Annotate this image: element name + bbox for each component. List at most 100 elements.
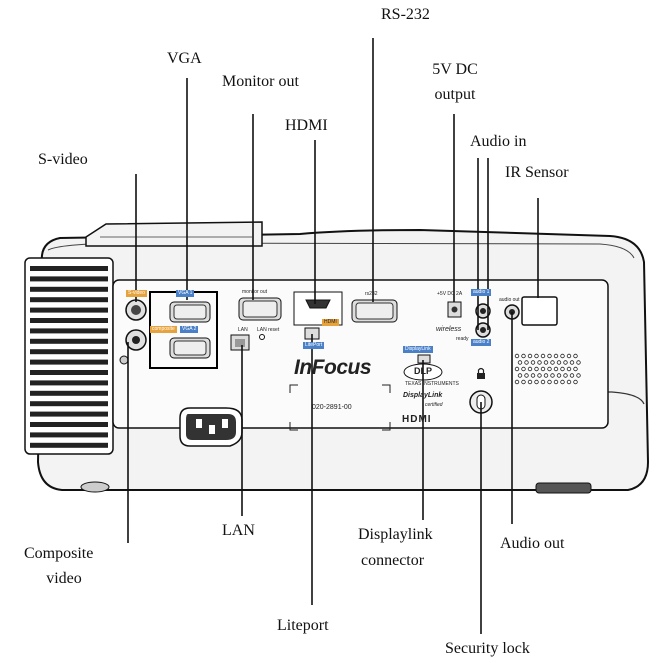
label-audio-out: Audio out (500, 535, 565, 552)
speaker-hole (524, 373, 529, 378)
label-ir-sensor: IR Sensor (505, 164, 569, 181)
speaker-hole (576, 360, 581, 365)
label-lan: LAN (222, 522, 255, 539)
rs232-port (351, 299, 398, 323)
label-5v-dc-line1: 5V DC (432, 61, 478, 78)
audio-out-print: audio out (499, 297, 520, 303)
leader-lines (127, 38, 539, 634)
speaker-hole (563, 360, 568, 365)
speaker-hole (537, 373, 542, 378)
speaker-hole (569, 360, 575, 365)
label-security-lock: Security lock (445, 640, 530, 657)
vga1-port-tag: VGA 1 (176, 290, 195, 297)
speaker-hole (550, 373, 555, 378)
vga1-port (169, 301, 211, 323)
speaker-hole (527, 353, 533, 359)
label-composite-line2: video (46, 570, 82, 587)
vent-slat (30, 286, 108, 292)
speaker-hole (560, 379, 565, 385)
monitor-out-print: monitor out (242, 289, 268, 295)
speaker-grille (514, 353, 581, 385)
speaker-hole (566, 366, 572, 372)
vent-slat (30, 442, 108, 448)
vent-slat (30, 401, 108, 407)
part-number: 020-2891-00 (312, 404, 352, 411)
lan-print: LAN (238, 327, 248, 333)
speaker-hole (553, 366, 559, 372)
speaker-hole (547, 353, 552, 359)
speaker-hole (537, 360, 542, 365)
label-vga: VGA (167, 50, 202, 67)
speaker-hole (527, 379, 533, 385)
vent-slat (30, 422, 108, 427)
vent-slat (30, 349, 108, 355)
lan-reset-hole (259, 334, 265, 340)
audio2-tag: audio 2 (471, 339, 492, 346)
rs232-print: rs232 (365, 291, 378, 297)
speaker-hole (566, 353, 572, 359)
left-foot (80, 481, 110, 493)
vent-slat (30, 380, 108, 386)
label-displaylink-line1: Displaylink (358, 526, 433, 543)
speaker-hole (534, 353, 539, 359)
speaker-hole (540, 379, 546, 385)
infocus-logo: InFocus (294, 356, 372, 379)
displaylink-port (417, 354, 431, 364)
wireless-ready-print: ready (456, 336, 469, 342)
label-displaylink-line2: connector (361, 552, 425, 569)
speaker-hole (543, 360, 549, 365)
upper-handle-slot (85, 221, 263, 247)
speaker-hole (514, 379, 520, 385)
vent-slat (30, 359, 108, 365)
label-5v-dc-line2: output (434, 86, 476, 103)
vent-slat (30, 318, 108, 323)
speaker-hole (527, 366, 533, 372)
speaker-hole (514, 366, 520, 372)
speaker-hole (514, 353, 520, 359)
displaylink-certified-print: certified (425, 402, 443, 408)
power-inlet (179, 407, 243, 447)
vent-slat (30, 432, 108, 438)
label-liteport: Liteport (277, 617, 329, 634)
dlp-logo: DLP (414, 366, 432, 376)
speaker-hole (553, 353, 559, 359)
speaker-hole (521, 366, 526, 372)
vent-slat (30, 390, 108, 396)
lan-reset-print: LAN reset (257, 327, 280, 333)
label-s-video: S-video (38, 151, 88, 168)
speaker-hole (521, 353, 526, 359)
vent-slat (30, 307, 108, 313)
side-vent-grille (24, 257, 114, 455)
speaker-hole (550, 360, 555, 365)
speaker-hole (563, 373, 568, 378)
composite-port-tag: composite (150, 326, 177, 333)
speaker-hole (540, 353, 546, 359)
speaker-hole (534, 379, 539, 385)
label-area-corners (289, 384, 391, 431)
label-composite-line1: Composite (24, 545, 94, 562)
vent-slat (30, 338, 108, 344)
label-audio-in: Audio in (470, 133, 527, 150)
speaker-hole (566, 379, 572, 385)
speaker-hole (556, 373, 562, 378)
speaker-hole (521, 379, 526, 385)
label-hdmi: HDMI (285, 117, 328, 134)
speaker-hole (553, 379, 559, 385)
label-monitor-out: Monitor out (222, 73, 299, 90)
speaker-hole (540, 366, 546, 372)
vent-slat (30, 411, 108, 417)
audio1-tag: audio 1 (471, 289, 492, 296)
speaker-hole (573, 366, 578, 372)
speaker-hole (530, 373, 536, 378)
speaker-hole (547, 366, 552, 372)
hdmi-port-tag: HDMI (322, 319, 339, 326)
label-rs232: RS-232 (381, 6, 430, 23)
vga2-port (169, 337, 211, 359)
speaker-hole (517, 360, 523, 365)
lock-icon (477, 367, 485, 379)
speaker-hole (543, 373, 549, 378)
speaker-hole (530, 360, 536, 365)
speaker-hole (556, 360, 562, 365)
vga2-port-tag: VGA 2 (180, 326, 199, 333)
